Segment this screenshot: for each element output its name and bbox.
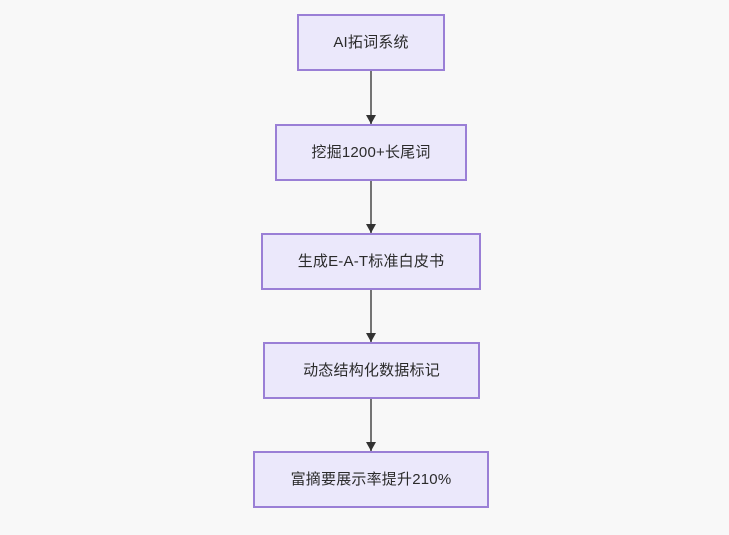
arrowhead-icon [366,333,376,342]
node-label: AI拓词系统 [333,34,409,51]
flowchart-node-ai-keyword-system[interactable]: AI拓词系统 [297,14,445,71]
edge-line [370,399,372,451]
node-label: 挖掘1200+长尾词 [311,144,431,161]
node-label: 动态结构化数据标记 [303,362,440,379]
node-label: 生成E-A-T标准白皮书 [297,253,445,270]
arrowhead-icon [366,224,376,233]
arrowhead-icon [366,115,376,124]
edge-line [370,71,372,124]
node-label: 富摘要展示率提升210% [290,471,452,488]
edge-line [370,290,372,342]
flowchart-node-dynamic-structured-data-markup[interactable]: 动态结构化数据标记 [263,342,480,399]
flowchart-node-mine-longtail-keywords[interactable]: 挖掘1200+长尾词 [275,124,467,181]
flowchart-node-generate-eat-whitepaper[interactable]: 生成E-A-T标准白皮书 [261,233,481,290]
flowchart-node-rich-snippet-impression-lift[interactable]: 富摘要展示率提升210% [253,451,489,508]
arrowhead-icon [366,442,376,451]
edge-line [370,181,372,233]
